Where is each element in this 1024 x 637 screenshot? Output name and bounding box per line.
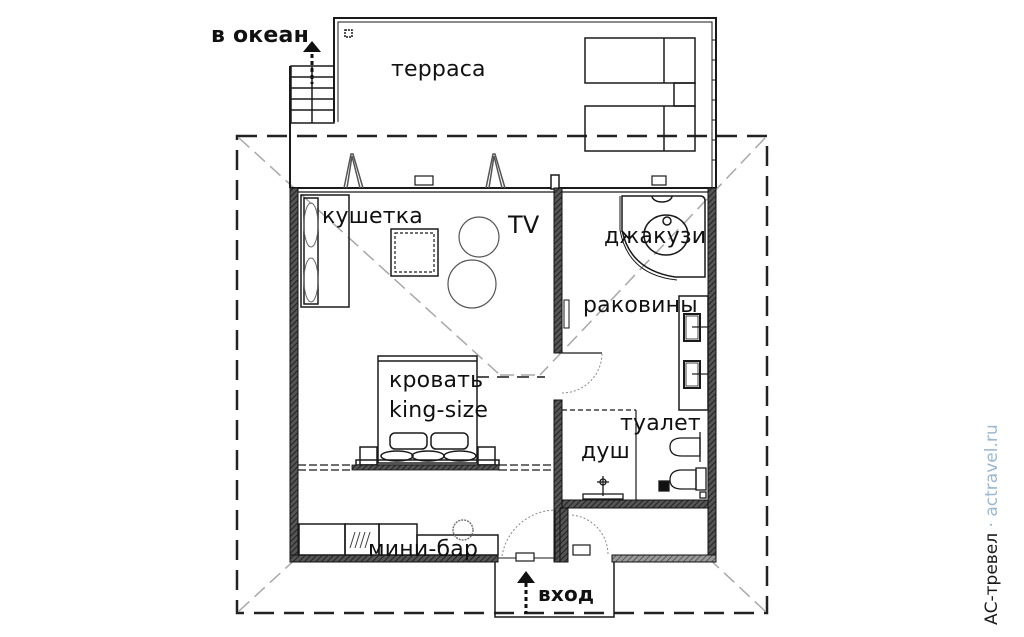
entrance-arrow-icon: [517, 571, 535, 614]
bed: [355, 355, 500, 466]
label-entrance: вход: [538, 582, 595, 606]
walls: [289, 187, 717, 563]
label-shower: душ: [581, 439, 630, 464]
storage-door: [571, 514, 609, 556]
minibar-counter: [298, 519, 499, 556]
label-sinks: раковины: [583, 293, 698, 318]
round-stools: [447, 216, 500, 309]
coffee-table: [390, 228, 439, 277]
entrance: [494, 509, 615, 618]
watermark-site: actravel.ru: [982, 424, 1002, 517]
toilet-bidet: [658, 432, 707, 499]
couch: [300, 194, 350, 308]
sunbeds: [584, 37, 696, 152]
bed-rail: [298, 464, 554, 471]
terrace-wall: [290, 153, 716, 190]
watermark-separator: ·: [982, 516, 1002, 533]
ocean-arrow-icon: [303, 41, 321, 84]
jacuzzi: [619, 195, 706, 281]
label-jacuzzi: джакузи: [604, 224, 707, 249]
watermark-brand: АС-тревел: [982, 532, 1002, 625]
label-to-ocean: в океан: [211, 23, 309, 48]
label-couch: кушетка: [322, 204, 423, 229]
shower-fixture: [582, 476, 624, 500]
watermark: АС-тревел · actravel.ru: [982, 424, 1002, 625]
label-bed-2: king-size: [389, 398, 489, 423]
label-terrace: терраса: [391, 57, 486, 82]
label-minibar: мини-бар: [368, 537, 479, 562]
label-tv: TV: [508, 211, 540, 239]
label-toilet: туалет: [620, 411, 701, 436]
stairs: [290, 65, 335, 124]
label-bed-1: кровать: [389, 368, 484, 393]
bathroom-door: [561, 299, 603, 394]
terrace: [289, 17, 717, 188]
sink-vanity: [678, 295, 709, 411]
roof-outline: [235, 134, 769, 615]
